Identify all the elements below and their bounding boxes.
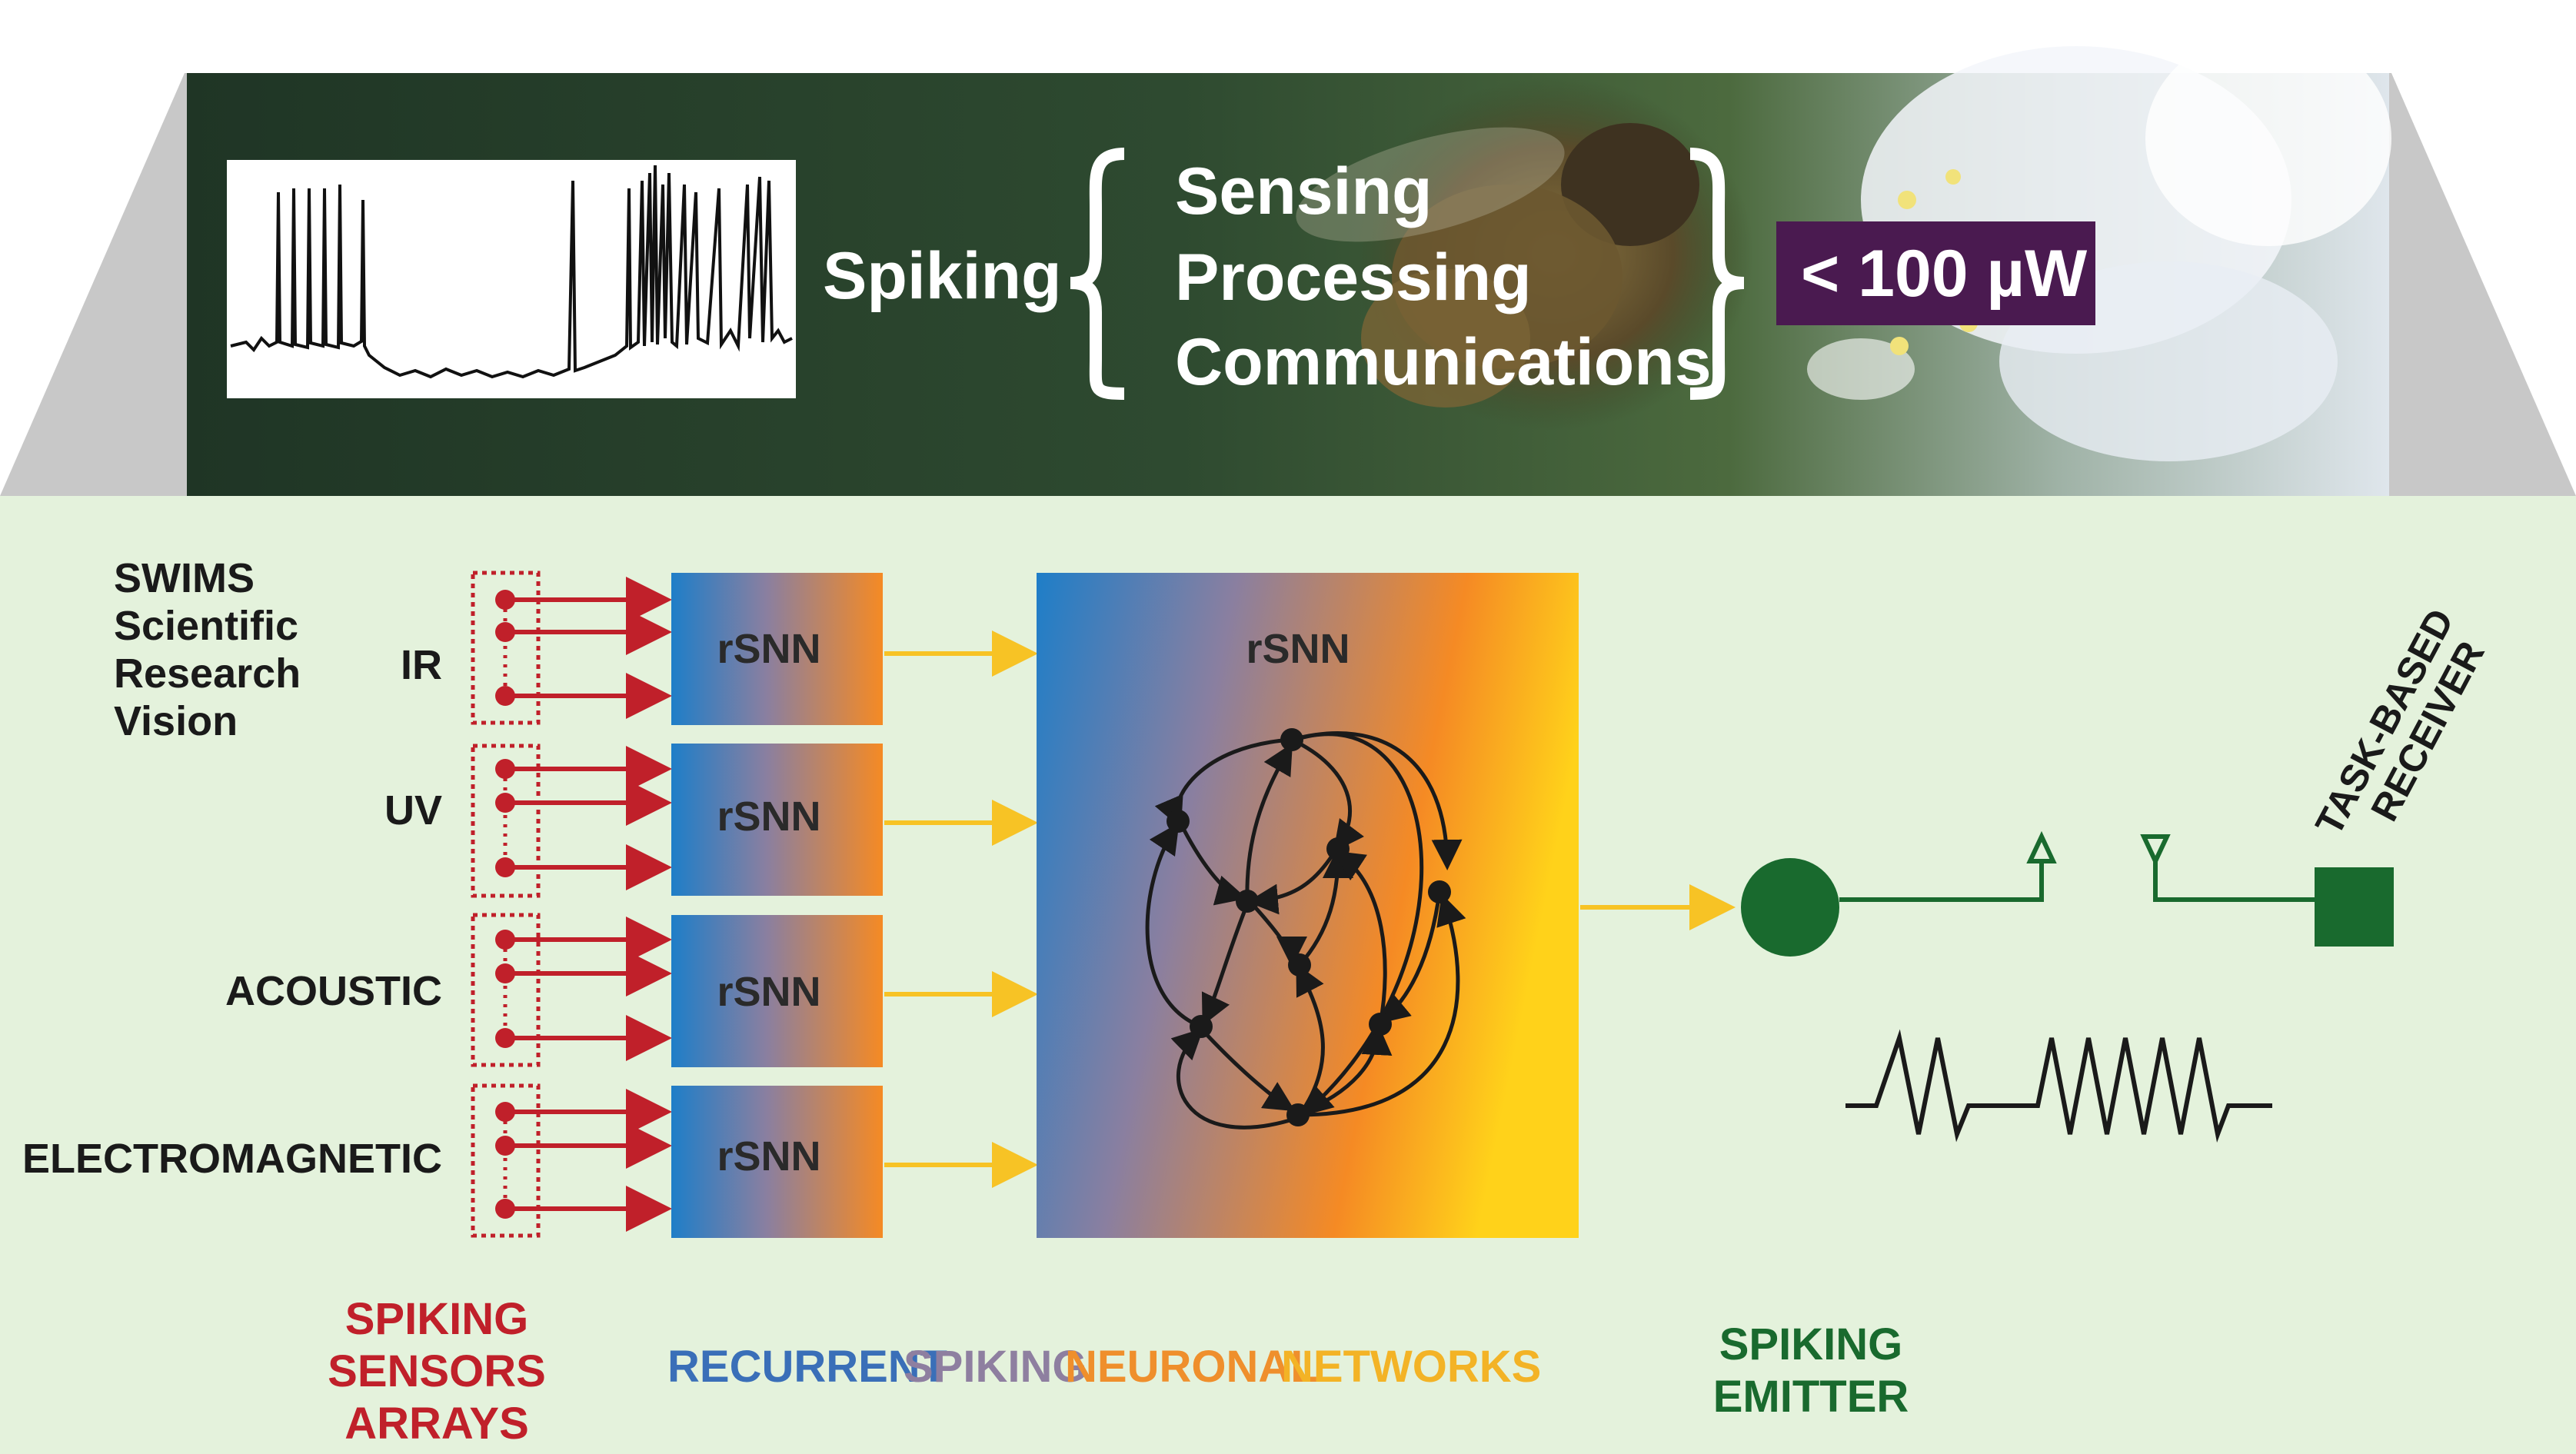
function-processing: Processing [1175,241,1532,314]
recurrent-network-graph [1145,731,1466,1130]
sensor-array-uv [471,744,672,898]
footer-networks-word4: NETWORKS [1281,1342,1541,1392]
footer-sensors-line2: SENSORS [328,1346,546,1396]
footer-emitter-line2: EMITTER [1713,1372,1909,1422]
swims-title-line4: Vision [114,698,238,744]
sensor-array-electromagnetic [471,1083,672,1238]
rsnn-label-ir: rSNN [717,626,820,672]
function-sensing: Sensing [1175,155,1433,228]
emitter-antenna-icon [2026,830,2057,863]
spike-trace-icon [227,160,796,398]
swims-title-line3: Research [114,650,301,697]
sensor-label-acoustic: ACOUSTIC [225,968,442,1014]
main-rsnn-label: rSNN [1246,626,1350,672]
rsnn-label-electromagnetic: rSNN [717,1133,820,1180]
rsnn-label-acoustic: rSNN [717,969,820,1015]
swims-title-line2: Scientific [114,603,298,649]
swims-title-line1: SWIMS [114,555,255,601]
main-rsnn-block [1037,573,1579,1238]
sensor-label-ir: IR [401,642,442,688]
emitter-antenna [1839,861,2044,902]
footer-networks-word3: NEURONAL [1065,1342,1317,1392]
receiver-antenna-icon [2140,834,2171,867]
rsnn-block-electromagnetic [671,1086,883,1238]
right-brace [1689,148,1745,400]
left-brace [1070,148,1125,400]
footer-emitter-line1: SPIKING [1719,1319,1903,1369]
sensor-array-ir [471,571,672,725]
function-communications: Communications [1175,325,1712,399]
rsnn-block-acoustic [671,915,883,1067]
receiver-antenna [2153,861,2315,902]
power-badge-text: < 100 µW [1801,237,2088,311]
rsnn-block-uv [671,744,883,896]
footer-networks-word1: RECURRENT [667,1342,947,1392]
sensor-array-acoustic [471,913,672,1067]
footer-sensors-line1: SPIKING [345,1294,529,1344]
network-nodes [1167,728,1451,1126]
rsnn-label-uv: rSNN [717,794,820,840]
sensor-label-electromagnetic: ELECTROMAGNETIC [22,1136,442,1182]
footer-networks-word2: SPIKING [904,1342,1087,1392]
spike-waveform-icon [1845,1029,2272,1143]
sensor-label-uv: UV [384,787,442,833]
rsnn-block-ir [671,573,883,725]
footer-sensors-line3: ARRAYS [344,1399,529,1449]
emitter-node [1741,858,1839,957]
receiver-node [2315,867,2394,947]
power-badge [1776,221,2095,325]
spiking-label: Spiking [823,239,1062,313]
footer-networks: RECURRENT SPIKING NEURONAL NETWORKS [667,1342,1541,1392]
